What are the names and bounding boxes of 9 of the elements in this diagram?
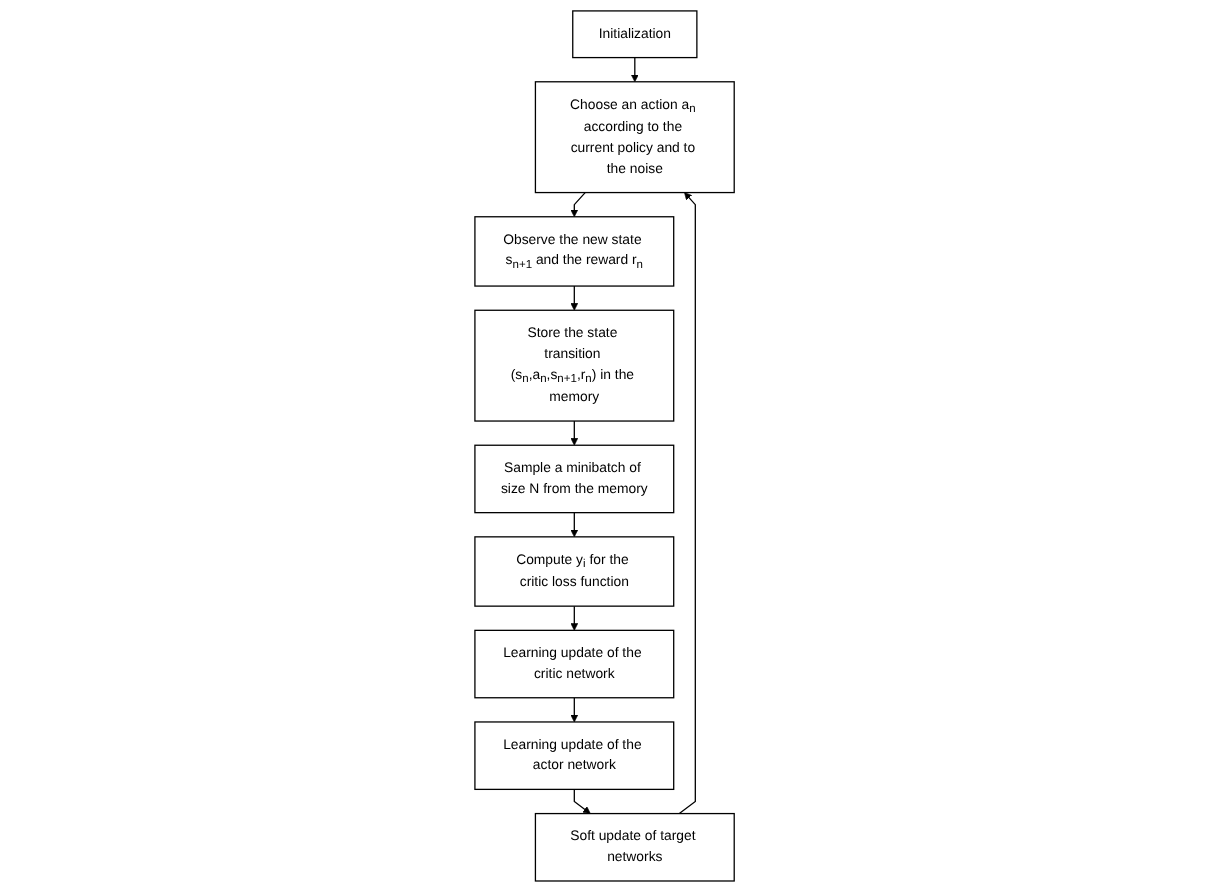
arrow xyxy=(570,191,587,218)
arrow xyxy=(570,285,579,311)
arrow xyxy=(570,605,579,631)
arrow xyxy=(570,420,579,446)
arrow xyxy=(570,697,579,723)
arrow xyxy=(570,512,579,538)
arrow xyxy=(679,192,697,815)
arrow xyxy=(631,56,640,83)
arrow xyxy=(574,788,592,814)
